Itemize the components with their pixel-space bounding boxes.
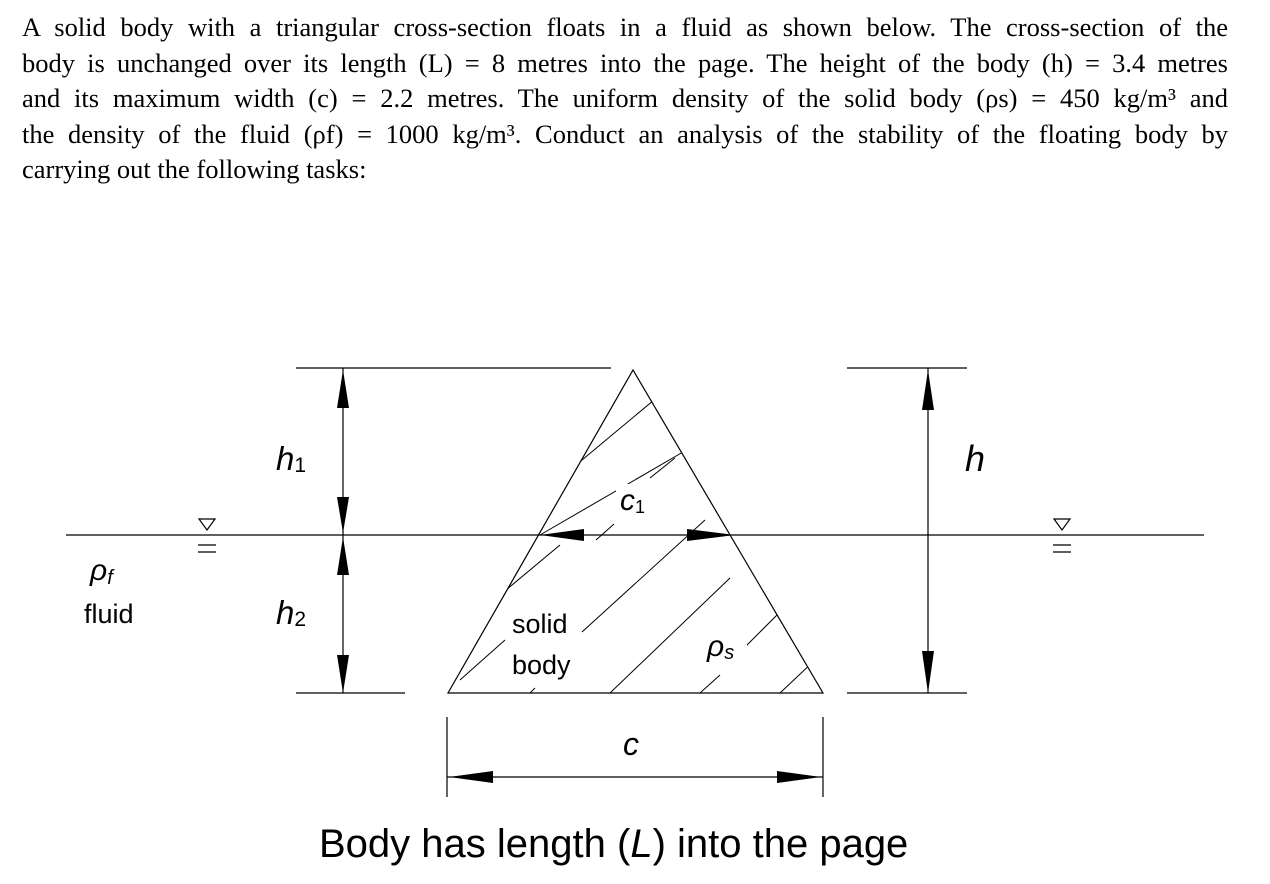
- caption: Body has length (L) into the page: [319, 822, 908, 866]
- rho-s-label: ρs: [706, 630, 734, 664]
- problem-line-2: body is unchanged over its length (L) = …: [22, 47, 1228, 78]
- problem-line-5: carrying out the following tasks:: [22, 154, 367, 184]
- fluid-label: fluid: [84, 599, 134, 629]
- c-arrowheads: [449, 771, 821, 783]
- problem-statement: A solid body with a triangular cross-sec…: [22, 10, 1228, 188]
- water-surface-symbol-left: [197, 518, 217, 553]
- solid-body-hatching: [459, 394, 816, 693]
- problem-line-4: the density of the fluid (ρf) = 1000 kg/…: [22, 118, 1228, 149]
- h1-label: h1: [276, 440, 306, 477]
- body-label: body: [512, 650, 571, 680]
- problem-line-1: A solid body with a triangular cross-sec…: [22, 12, 1228, 42]
- water-surface-symbol-right: [1052, 518, 1072, 553]
- c-label: c: [623, 726, 639, 762]
- h-label: h: [965, 438, 985, 479]
- rho-f-label: ρf: [89, 554, 115, 589]
- h-dimension: [847, 367, 967, 694]
- h-arrowheads: [922, 370, 934, 693]
- h2-label: h2: [276, 594, 306, 631]
- h1-h2-arrowheads: [337, 370, 349, 693]
- problem-line-3: and its maximum width (c) = 2.2 metres. …: [22, 83, 1228, 113]
- solid-label: solid: [512, 609, 568, 639]
- solid-body-triangle: [446, 368, 825, 694]
- c1-arrows: [540, 529, 735, 541]
- c1-label: c1: [620, 484, 645, 517]
- c-dimension: [446, 717, 824, 797]
